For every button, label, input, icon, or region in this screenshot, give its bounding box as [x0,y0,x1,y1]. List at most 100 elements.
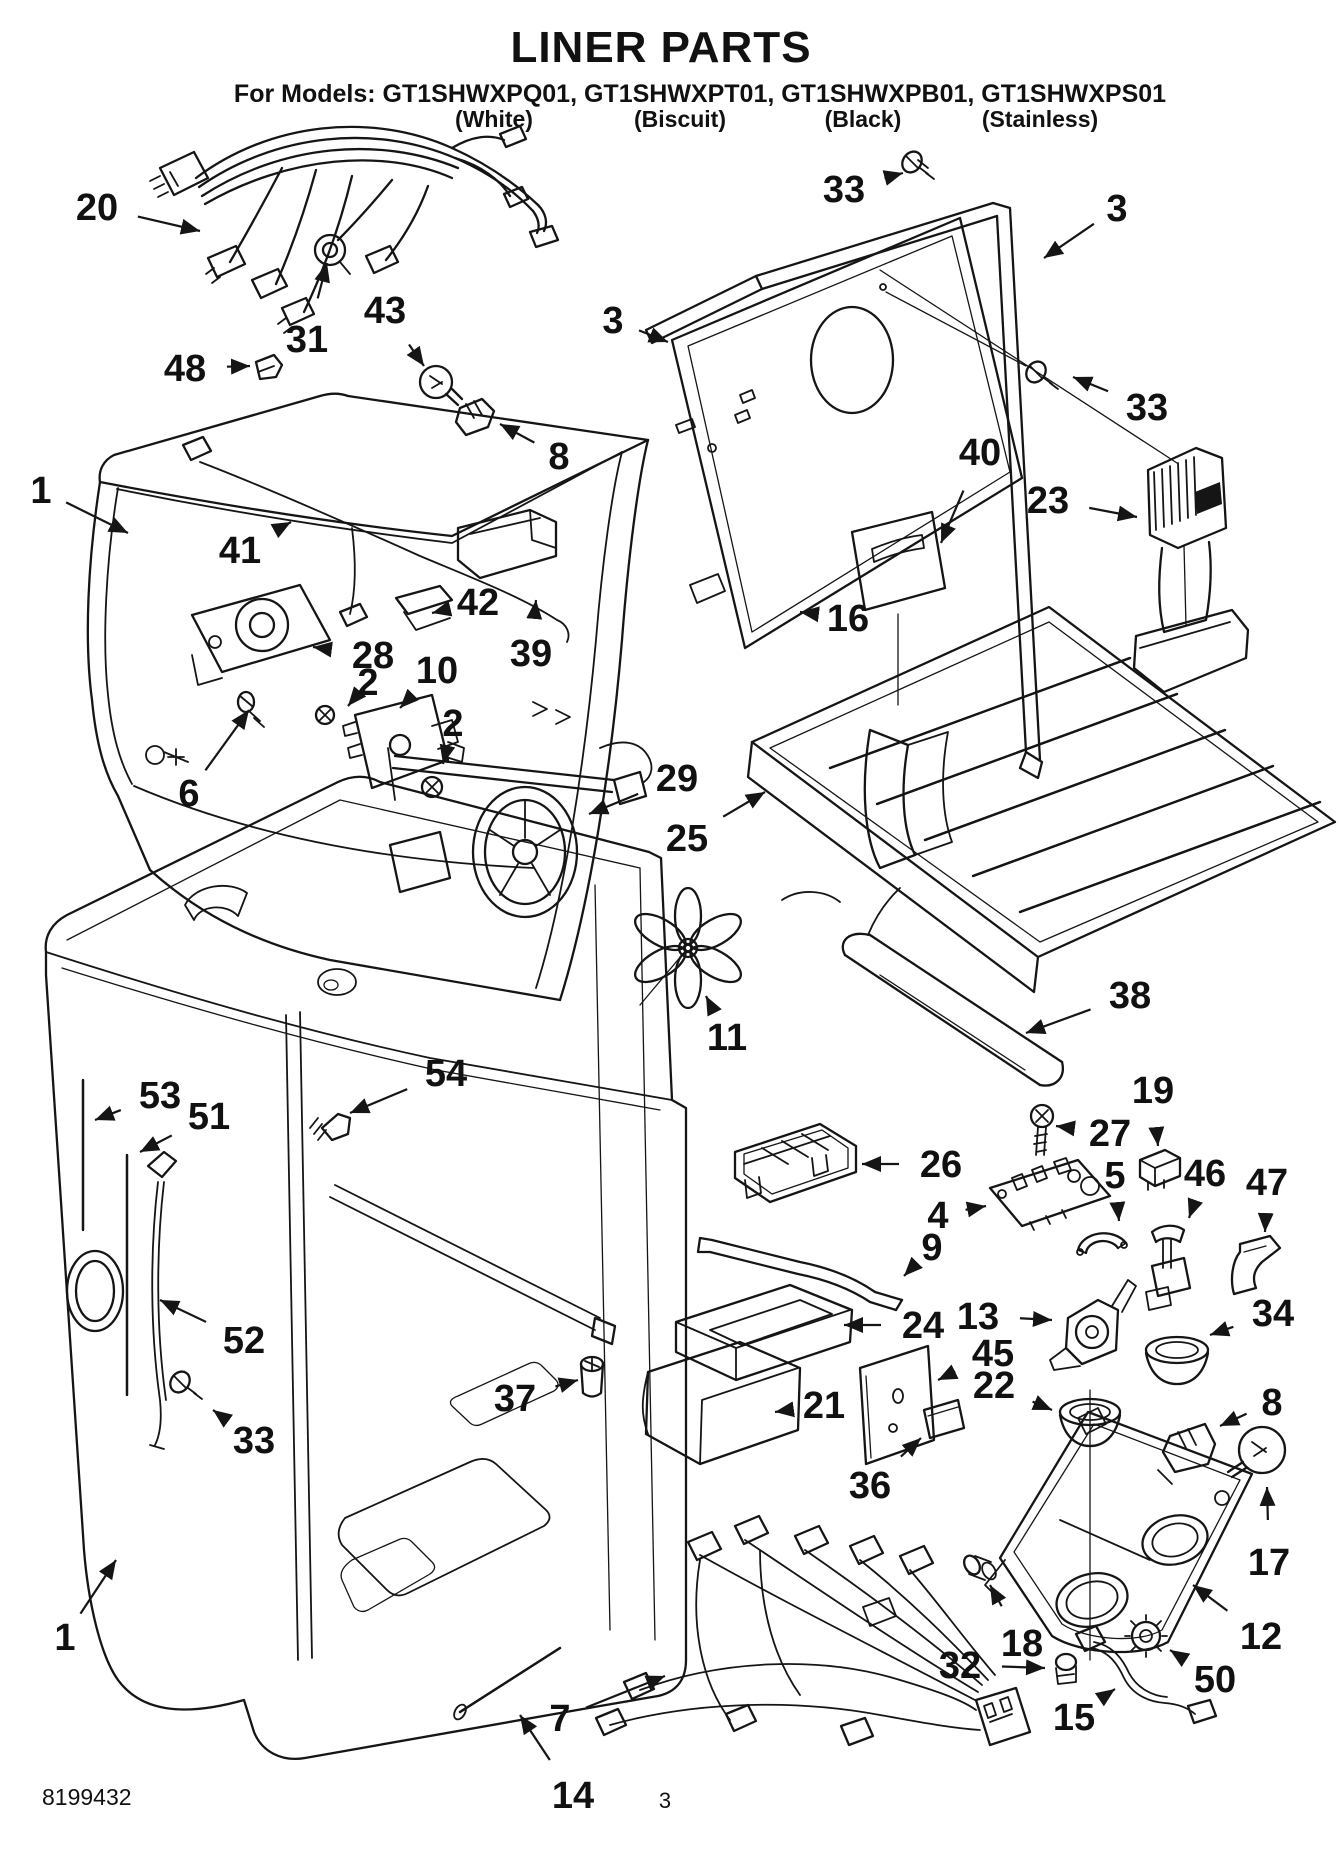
callout-label-54: 54 [425,1053,467,1095]
callout-label-43: 43 [364,290,406,332]
callout-leader [1192,1584,1229,1612]
callout-label-47: 47 [1246,1162,1288,1204]
callout-leader [1043,222,1095,259]
callout-leader [705,995,722,1017]
callout-leader [1025,1008,1091,1035]
fridge-liner-drawing [44,775,688,1760]
callout-label-31: 31 [286,319,328,361]
freezer-liner-drawing [86,392,650,1002]
wire-channel-9-drawing [696,1236,904,1312]
callout-label-9: 9 [921,1227,942,1269]
callout-label-28: 28 [352,635,394,677]
evap-cover-26-drawing [733,1122,858,1204]
callout-label-21: 21 [803,1385,845,1427]
callout-leader [312,641,333,658]
damper-cover-40-drawing [850,510,947,706]
callout-leader [526,599,543,620]
callout-label-52: 52 [223,1320,265,1362]
clip-42-drawing [394,584,454,631]
callout-leader [638,327,669,344]
drain-tray-25-drawing [746,605,1337,994]
diagram-artwork [44,124,1337,1760]
callout-leader [499,423,535,444]
wiring-harness-20-drawing [149,124,560,334]
relay-19-drawing [1138,1148,1182,1191]
callout-leader [1055,1120,1076,1137]
callout-leader [204,709,250,771]
finish-label: (Biscuit) [634,106,726,132]
page-number: 3 [659,1788,671,1813]
callout-leader [159,1299,207,1323]
callout-leader [94,1105,122,1122]
callout-leader [1001,1659,1046,1676]
control-board-4-drawing [988,1103,1112,1231]
callout-leader [1089,505,1138,522]
callout-leader [882,170,904,186]
outer-panel-3-drawing [644,201,1044,780]
callout-label-17: 17 [1248,1542,1290,1584]
callout-label-8: 8 [548,436,569,478]
callout-label-42: 42 [457,582,499,624]
page-title: LINER PARTS [510,23,811,72]
callout-label-26: 26 [920,1144,962,1186]
callout-label-36: 36 [849,1465,891,1507]
callout-leader [903,1256,923,1277]
callout-leader [79,1559,117,1615]
motor-13-drawing [1049,1279,1137,1371]
callout-leader [588,792,639,816]
callout-leader [1259,1486,1276,1521]
callout-label-18: 18 [1001,1623,1043,1665]
callout-leader [1109,1201,1126,1222]
callout-leader [139,1134,173,1153]
callout-leader [431,600,453,617]
callout-label-2: 2 [357,662,378,704]
callout-label-12: 12 [1240,1616,1282,1658]
bracket-39-drawing [456,508,558,580]
clip-48-drawing [254,353,284,381]
finish-label: (Black) [825,106,902,132]
callout-label-51: 51 [188,1096,230,1138]
callout-leader [1148,1126,1165,1147]
callout-label-1: 1 [30,470,51,512]
callout-leader [406,343,425,367]
callout-label-29: 29 [656,758,698,800]
fill-tube-46-drawing [1145,1224,1192,1311]
callout-leader [347,686,367,707]
finish-label: (Stainless) [982,106,1098,132]
callout-label-22: 22 [973,1365,1015,1407]
callout-leader [65,501,129,534]
callout-leader [137,215,201,235]
harness-15-drawing [1074,1624,1218,1725]
callout-label-6: 6 [178,773,199,815]
callout-label-25: 25 [666,818,708,860]
callout-label-1: 1 [54,1617,75,1659]
callout-label-10: 10 [416,650,458,692]
callout-label-19: 19 [1132,1070,1174,1112]
callout-label-3: 3 [602,300,623,342]
tube-14-drawing [453,1646,562,1721]
callout-label-4: 4 [927,1195,948,1237]
callout-leader [519,1714,551,1761]
callout-label-45: 45 [972,1333,1014,1375]
models-line: For Models: GT1SHWXPQ01, GT1SHWXPT01, GT… [234,80,1166,108]
callout-label-7: 7 [549,1698,570,1740]
drain-pan-12-drawing [962,1407,1287,1685]
callout-label-20: 20 [76,187,118,229]
callout-leader [900,1437,922,1458]
callout-leader [585,1674,666,1709]
callout-label-38: 38 [1109,975,1151,1017]
callout-label-37: 37 [494,1378,536,1420]
harness-7-drawing [594,1514,1032,1747]
callout-label-16: 16 [827,598,869,640]
water-filter-23-drawing [1132,446,1250,694]
bracket-47-drawing [1230,1234,1282,1296]
callout-leader [1219,1410,1248,1427]
callout-leader [937,1364,959,1381]
support-rail-38-drawing [781,887,1064,1087]
clip-5-drawing [1076,1232,1128,1256]
callout-label-32: 32 [939,1645,981,1687]
fan-blade-11-drawing [634,886,742,1010]
callout-leader [226,358,251,375]
control-housing-28-drawing [190,583,332,728]
